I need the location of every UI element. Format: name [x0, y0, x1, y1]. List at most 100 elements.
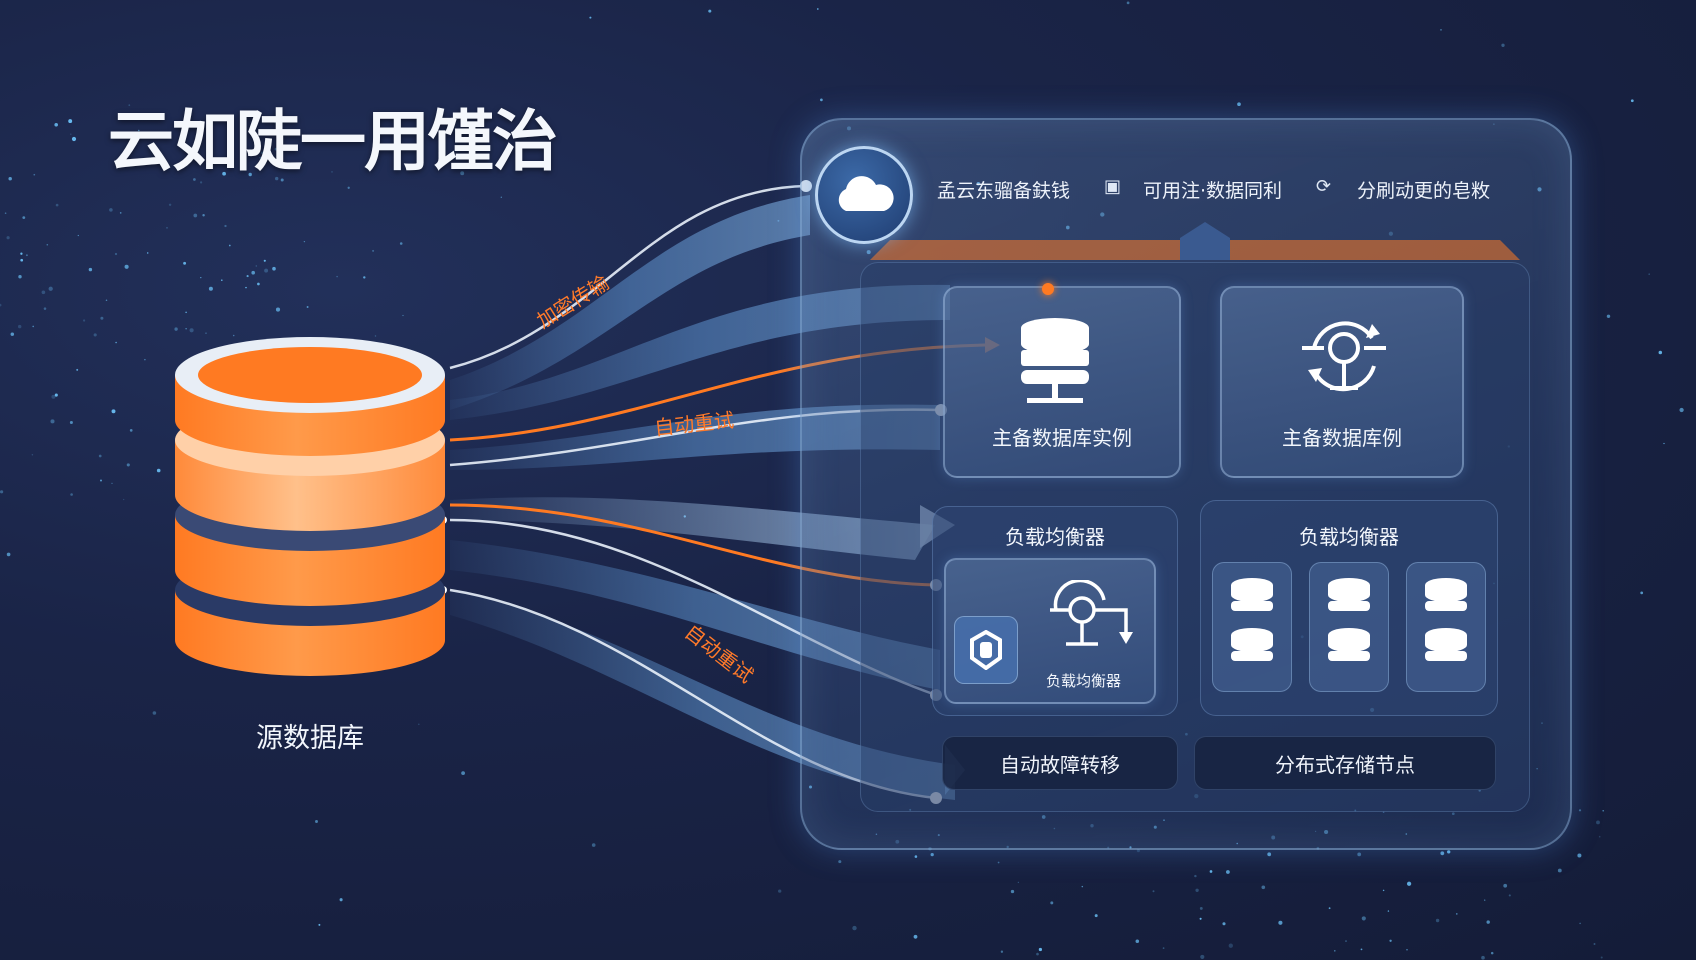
star	[115, 341, 117, 344]
star	[158, 152, 162, 156]
star	[193, 213, 198, 218]
database-icon	[1328, 578, 1370, 661]
star	[1406, 881, 1412, 886]
star	[1135, 939, 1140, 943]
star	[1405, 833, 1408, 835]
star	[1435, 918, 1440, 923]
primary-db-card-1[interactable]: 主备数据库实例	[943, 286, 1181, 478]
star	[245, 286, 247, 289]
storage-node[interactable]	[1406, 562, 1486, 692]
storage-node[interactable]	[1212, 562, 1292, 692]
star	[126, 463, 130, 467]
star	[1486, 920, 1490, 924]
primary-db-card-2[interactable]: 主备数据库例	[1220, 286, 1464, 478]
star	[119, 212, 122, 214]
flow-line	[449, 184, 807, 370]
star	[1199, 906, 1203, 910]
star	[205, 332, 207, 334]
load-balancer-right-title: 负载均衡器	[1299, 525, 1399, 549]
star	[914, 855, 918, 858]
star	[306, 306, 309, 308]
top-label-1: 孟云东骝备鈇钱	[937, 180, 1071, 202]
distributed-storage-bar[interactable]: 分布式存储节点	[1194, 736, 1496, 790]
star	[866, 250, 871, 255]
star	[200, 276, 202, 279]
star	[264, 268, 269, 273]
sync-icon: ⟳	[1316, 176, 1332, 197]
star	[1503, 883, 1508, 888]
star	[275, 307, 281, 312]
star	[174, 327, 178, 331]
star	[331, 171, 333, 173]
flow-ribbon	[450, 540, 940, 690]
panel-header-strip	[870, 222, 1520, 260]
source-database-label: 源数据库	[256, 723, 364, 754]
star	[1328, 907, 1331, 910]
star	[1481, 955, 1485, 960]
star	[1456, 913, 1458, 915]
star	[1354, 809, 1357, 812]
star	[46, 243, 49, 246]
flow-line	[449, 408, 941, 467]
star	[1314, 830, 1317, 833]
star	[189, 328, 194, 333]
star	[778, 889, 782, 893]
star	[708, 9, 712, 13]
star	[248, 172, 252, 177]
star	[1606, 314, 1611, 319]
star	[18, 275, 22, 279]
star	[1602, 810, 1604, 812]
star	[1278, 920, 1283, 925]
star	[1267, 852, 1272, 857]
star	[1600, 956, 1603, 959]
star	[232, 334, 235, 337]
star	[1237, 102, 1241, 107]
star	[20, 258, 24, 262]
star	[166, 227, 168, 229]
star	[591, 843, 596, 847]
star	[206, 138, 209, 141]
database-icon	[1425, 578, 1467, 661]
star	[1658, 350, 1663, 355]
star	[1507, 445, 1510, 448]
star	[1598, 835, 1601, 838]
star	[1209, 870, 1213, 873]
top-label-3: 分刷动更的皂敉	[1357, 180, 1491, 202]
star	[816, 8, 819, 10]
star	[280, 178, 284, 182]
star	[909, 808, 912, 811]
star	[399, 242, 403, 245]
star	[128, 104, 131, 107]
star	[51, 394, 56, 399]
star	[255, 265, 258, 267]
star	[54, 393, 58, 397]
star	[1081, 885, 1084, 888]
star	[1010, 889, 1015, 894]
top-label-2: 可用注·数据同利	[1143, 180, 1283, 202]
star	[1236, 842, 1238, 845]
star	[1508, 894, 1511, 897]
star	[152, 711, 157, 715]
star	[83, 319, 86, 322]
star	[98, 454, 102, 458]
primary-db-card-2-label: 主备数据库例	[1282, 426, 1402, 450]
star	[1017, 881, 1020, 884]
load-balancer-left-inner[interactable]: 负载均衡器	[944, 558, 1156, 704]
star	[1630, 99, 1634, 103]
flow-ribbon	[450, 497, 935, 560]
star	[418, 723, 420, 726]
star	[852, 925, 857, 931]
star	[372, 249, 375, 252]
star	[183, 261, 187, 265]
star	[6, 552, 11, 557]
storage-node[interactable]	[1309, 562, 1389, 692]
failover-bar[interactable]: 自动故障转移	[942, 736, 1178, 790]
star	[129, 429, 133, 432]
flow-ribbon	[450, 404, 940, 470]
star	[895, 839, 900, 844]
star	[1596, 820, 1600, 825]
star	[54, 123, 58, 127]
star	[336, 275, 338, 278]
star	[287, 737, 292, 742]
star	[1107, 846, 1110, 849]
